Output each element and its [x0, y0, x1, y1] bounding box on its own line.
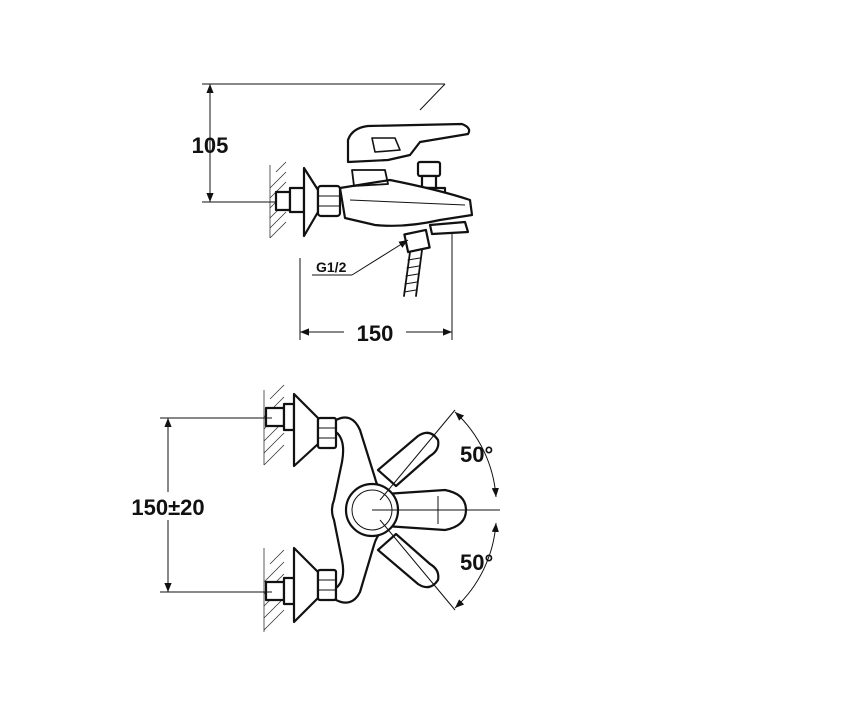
lever-detail [371, 137, 401, 153]
dimension-105: 105 [192, 83, 445, 203]
lever-position-down [376, 532, 440, 589]
dimension-label-105: 105 [192, 133, 229, 158]
thread-callout: G1/2 [312, 239, 409, 276]
spout-outlet [428, 220, 470, 236]
wall-connector-upper [264, 392, 338, 468]
wall-connector-top [274, 166, 342, 238]
angle-label-down: 50° [460, 550, 493, 575]
lever-handle [346, 122, 471, 164]
angle-label-up: 50° [460, 442, 493, 467]
top-view: 50° 50° 150±20 [112, 384, 500, 632]
lever-position-up [376, 431, 440, 488]
dimension-label-150: 150 [357, 321, 394, 346]
dimension-150: 150 [299, 232, 453, 346]
angle-indicator: 50° 50° [372, 409, 500, 611]
dimension-label-150-20: 150±20 [131, 495, 204, 520]
cartridge-cap [351, 169, 389, 187]
wall-connector-lower [264, 546, 338, 624]
side-view: 105 [192, 83, 474, 346]
shower-hose [403, 249, 423, 297]
thread-label: G1/2 [316, 259, 347, 275]
lever-tilt-line [419, 83, 446, 111]
dimension-150-20: 150±20 [112, 417, 272, 593]
